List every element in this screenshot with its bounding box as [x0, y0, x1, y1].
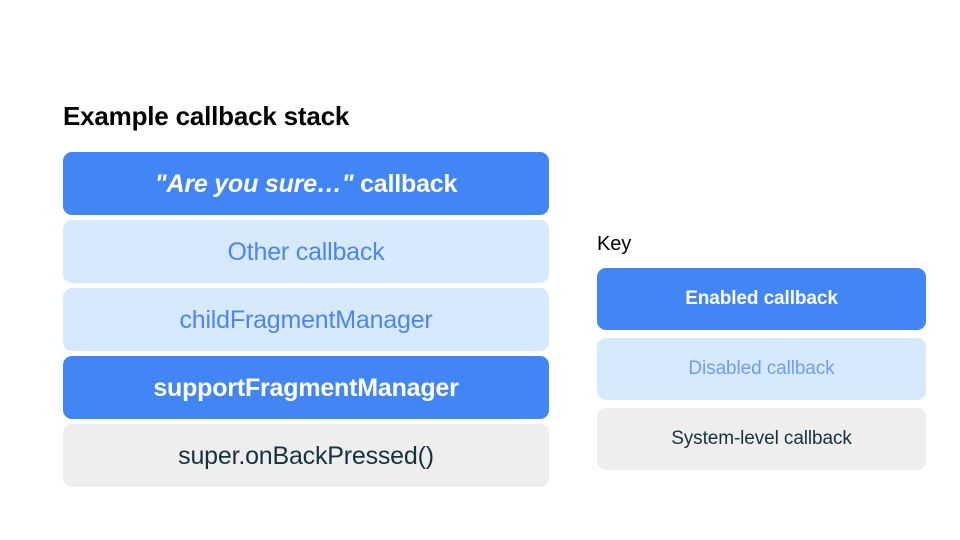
stack-row-label: supportFragmentManager	[153, 373, 459, 402]
stack-row-label-quoted: "Are you sure…"	[154, 169, 354, 198]
stack-row-other-callback: Other callback	[63, 220, 549, 283]
stack-title: Example callback stack	[63, 101, 350, 131]
stack-row-are-you-sure-callback: "Are you sure…" callback	[63, 152, 549, 215]
key-item-enabled-callback: Enabled callback	[597, 268, 926, 330]
stack-row-label: childFragmentManager	[179, 305, 433, 334]
stack-row-label: "Are you sure…" callback	[154, 169, 458, 199]
stack-row-supportfragmentmanager: supportFragmentManager	[63, 356, 549, 419]
key-item-system-level-callback: System-level callback	[597, 408, 926, 470]
stack-list: "Are you sure…" callback Other callback …	[63, 152, 549, 487]
stack-row-label-plain: callback	[353, 169, 458, 198]
key-list: Enabled callback Disabled callback Syste…	[597, 268, 926, 470]
callback-stack-panel: Example callback stack "Are you sure…" c…	[63, 100, 549, 487]
key-title: Key	[597, 233, 632, 255]
key-item-label: Enabled callback	[685, 288, 838, 309]
stack-row-super-onbackpressed: super.onBackPressed()	[63, 424, 549, 487]
key-item-label: System-level callback	[671, 428, 852, 449]
stack-row-childfragmentmanager: childFragmentManager	[63, 288, 549, 351]
key-item-label: Disabled callback	[688, 358, 835, 379]
stack-row-label: super.onBackPressed()	[178, 441, 434, 470]
key-panel: Key Enabled callback Disabled callback S…	[597, 232, 926, 470]
key-item-disabled-callback: Disabled callback	[597, 338, 926, 400]
stack-row-label: Other callback	[227, 237, 385, 266]
